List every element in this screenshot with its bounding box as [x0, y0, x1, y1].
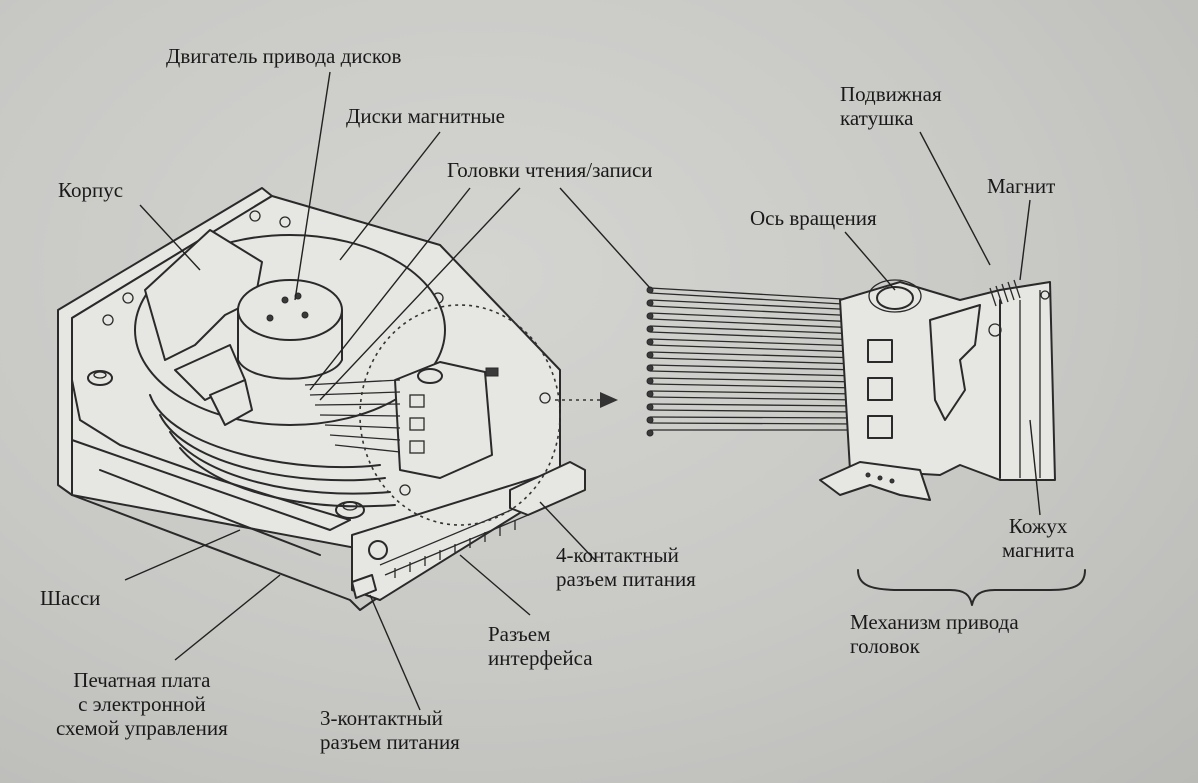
bracket — [857, 569, 1086, 606]
actuator-enlarged — [646, 279, 1056, 501]
label-power3-line2: разъем питания — [320, 730, 460, 754]
label-interface-line1: Разъем — [488, 622, 551, 646]
label-magnet-cover-line1: Кожух — [1008, 514, 1068, 538]
label-coil-line1: Подвижная — [840, 82, 942, 106]
leader-lines — [124, 71, 1041, 711]
label-power4-line2: разъем питания — [556, 567, 696, 591]
arrow-head-icon — [600, 392, 618, 408]
magnify-circle — [359, 304, 561, 526]
label-pcb: Печатная плата с электронной схемой упра… — [56, 668, 228, 740]
label-power3: 3-контактный разъем питания — [320, 706, 460, 754]
label-power4-line1: 4-контактный — [556, 543, 679, 567]
label-pcb-line2: с электронной — [78, 692, 206, 716]
label-actuator-line1: Механизм привода — [850, 610, 1019, 634]
label-magnet: Магнит — [987, 174, 1056, 198]
label-coil-line2: катушка — [840, 106, 914, 130]
label-actuator-line2: головок — [850, 634, 920, 658]
label-case: Корпус — [58, 178, 124, 202]
label-heads: Головки чтения/записи — [447, 158, 653, 182]
label-actuator: Механизм привода головок — [850, 610, 1019, 658]
label-pcb-line1: Печатная плата — [73, 668, 211, 692]
label-magnet-cover-line2: магнита — [1002, 538, 1075, 562]
platter-stack — [134, 229, 446, 508]
label-platters: Диски магнитные — [346, 104, 505, 128]
connectors — [351, 461, 586, 601]
label-motor: Двигатель привода дисков — [166, 44, 402, 68]
actuator-small — [304, 361, 499, 496]
label-magnet-cover: Кожух магнита — [1002, 514, 1074, 562]
label-pivot: Ось вращения — [750, 206, 877, 230]
label-coil: Подвижная катушка — [840, 82, 942, 130]
label-chassis: Шасси — [40, 586, 101, 610]
label-power4: 4-контактный разъем питания — [556, 543, 696, 591]
label-interface: Разъем интерфейса — [488, 622, 593, 670]
label-pcb-line3: схемой управления — [56, 716, 228, 740]
label-interface-line2: интерфейса — [488, 646, 593, 670]
label-power3-line1: 3-контактный — [320, 706, 443, 730]
